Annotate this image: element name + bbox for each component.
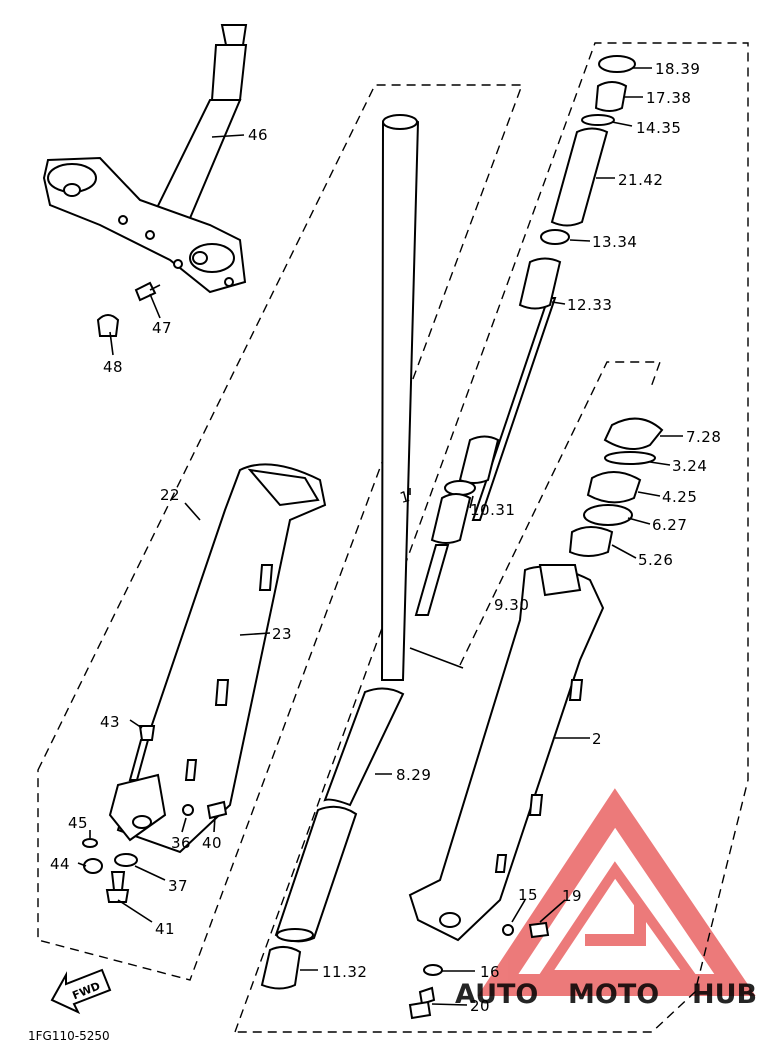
- washer-45: [82, 838, 98, 848]
- washer-37: [114, 853, 138, 867]
- label-15: 15: [518, 886, 538, 904]
- label-7-28: 7.28: [686, 428, 721, 446]
- diagram-code: 1FG110-5250: [28, 1029, 110, 1043]
- bolt-47: [134, 281, 161, 302]
- label-5-26: 5.26: [638, 551, 673, 569]
- label-14-35: 14.35: [636, 119, 681, 137]
- leader-lines: [77, 67, 683, 1006]
- callout-labels: 18.39 17.38 14.35 21.42 13.34 12.33 7.28…: [50, 60, 721, 1015]
- label-13-34: 13.34: [592, 233, 637, 251]
- dashed-groupings: [37, 42, 749, 1033]
- label-3-24: 3.24: [672, 457, 707, 475]
- bolt-41: [105, 871, 130, 903]
- bolt-40: [206, 800, 228, 820]
- label-18-39: 18.39: [655, 60, 700, 78]
- label-2: 2: [592, 730, 602, 748]
- label-37: 37: [168, 877, 188, 895]
- watermark-logo: [477, 788, 756, 996]
- cap-48: [96, 314, 120, 337]
- nut-44: [83, 858, 103, 874]
- label-1: 1: [398, 487, 412, 507]
- label-22: 22: [160, 486, 180, 504]
- label-11-32: 11.32: [322, 963, 367, 981]
- steering-stem-assembly: [42, 24, 248, 294]
- watermark-text-part1: AUTO: [455, 979, 538, 1010]
- label-6-27: 6.27: [652, 516, 687, 534]
- label-12-33: 12.33: [567, 296, 612, 314]
- label-46: 46: [248, 126, 268, 144]
- small-parts-right: [408, 921, 550, 1020]
- bolt-43: [128, 725, 156, 781]
- label-19: 19: [562, 887, 582, 905]
- fork-cap-stack: [540, 55, 636, 245]
- label-40: 40: [202, 834, 222, 852]
- label-10-31: 10.31: [470, 501, 515, 519]
- fwd-arrow: FWD: [50, 968, 112, 1015]
- watermark-text-part2: MOTO: [568, 979, 659, 1010]
- label-9-30: 9.30: [494, 596, 529, 614]
- damper-rod-assembly: [409, 257, 562, 669]
- label-8-29: 8.29: [396, 766, 431, 784]
- fork-inner-tube: [260, 687, 405, 990]
- left-fork-assembly: [108, 114, 420, 854]
- seal-stack: [568, 417, 664, 557]
- label-4-25: 4.25: [662, 488, 697, 506]
- label-23: 23: [272, 625, 292, 643]
- label-16: 16: [480, 963, 500, 981]
- watermark-text-part3: HUB: [692, 979, 757, 1010]
- label-48: 48: [103, 358, 123, 376]
- label-20: 20: [470, 997, 490, 1015]
- washer-36: [182, 804, 194, 816]
- label-41: 41: [155, 920, 175, 938]
- label-45: 45: [68, 814, 88, 832]
- right-fork-slider: [408, 564, 605, 942]
- watermark-text: AUTO MOTO HUB: [455, 979, 757, 1010]
- label-43: 43: [100, 713, 120, 731]
- label-44: 44: [50, 855, 70, 873]
- label-21-42: 21.42: [618, 171, 663, 189]
- label-36: 36: [171, 834, 191, 852]
- label-47: 47: [152, 319, 172, 337]
- label-17-38: 17.38: [646, 89, 691, 107]
